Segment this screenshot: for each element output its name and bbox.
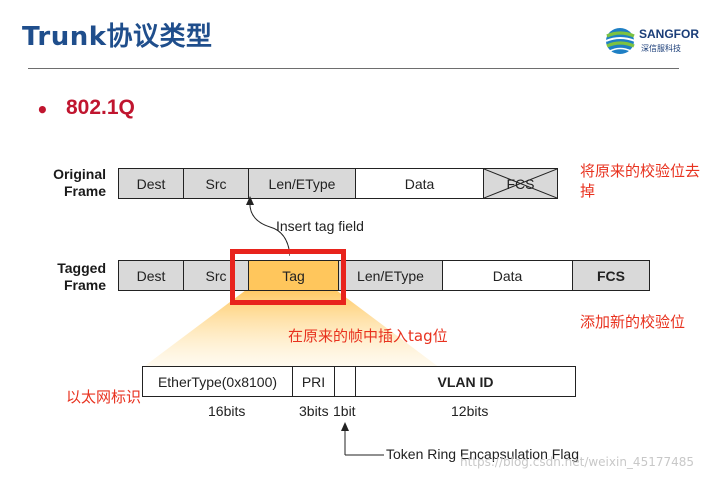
title-divider — [28, 68, 679, 69]
original-frame-label: Original Frame — [40, 166, 106, 200]
tagged-field-len-etype: Len/EType — [339, 261, 443, 290]
bits-label-pri: 3bits — [299, 403, 329, 419]
globe-icon — [605, 28, 636, 54]
tag-expansion-wedge — [142, 290, 440, 368]
tag-field-ethertype: EtherType(0x8100) — [143, 367, 293, 396]
tagged-frame: Dest Src Tag Len/EType Data FCS — [118, 260, 650, 291]
tag-field-cfi — [335, 367, 356, 396]
tagged-field-fcs: FCS — [573, 261, 649, 290]
bits-label-cfi: 1bit — [333, 403, 356, 419]
add-fcs-note: 添加新的校验位 — [580, 313, 686, 331]
original-frame-label-line1: Original — [53, 166, 106, 182]
original-field-dest: Dest — [119, 169, 184, 198]
flag-label: Token Ring Encapsulation Flag — [386, 446, 580, 462]
remove-fcs-note-line2: 掉 — [580, 182, 596, 200]
flag-arrow — [341, 422, 384, 456]
watermark: https://blog.csdn.net/weixin_45177485 — [460, 455, 695, 469]
original-frame: Dest Src Len/EType Data FCS — [118, 168, 558, 199]
original-field-fcs: FCS — [484, 169, 557, 198]
sangfor-logo — [604, 26, 708, 56]
page-title: Trunk协议类型 — [22, 22, 213, 52]
bits-label-ethertype: 16bits — [208, 403, 246, 419]
logo-name: SANGFOR — [639, 27, 699, 41]
cross-out-icon — [484, 169, 557, 198]
tagged-field-data: Data — [443, 261, 573, 290]
bullet-heading: 802.1Q — [66, 96, 135, 119]
tagged-frame-label-line1: Tagged — [57, 260, 106, 276]
tag-detail-frame: EtherType(0x8100) PRI VLAN ID — [142, 366, 576, 397]
tag-field-vlan-id: VLAN ID — [356, 367, 575, 396]
tagged-field-dest: Dest — [119, 261, 184, 290]
original-field-src: Src — [184, 169, 249, 198]
bullet-marker: • — [36, 98, 49, 122]
original-frame-label-line2: Frame — [63, 183, 106, 199]
logo-subtitle: 深信服科技 — [641, 44, 681, 53]
tagged-field-src: Src — [184, 261, 249, 290]
insert-tag-label: Insert tag field — [276, 218, 364, 234]
tag-field-pri: PRI — [293, 367, 335, 396]
remove-fcs-note: 将原来的校验位去 掉 — [580, 161, 712, 201]
tagged-frame-label: Tagged Frame — [40, 260, 106, 294]
tag-highlight-box — [230, 249, 346, 305]
tagged-field-tag: Tag — [249, 261, 339, 290]
original-field-len-etype: Len/EType — [249, 169, 356, 198]
remove-fcs-note-line1: 将原来的校验位去 — [580, 162, 701, 180]
tagged-frame-label-line2: Frame — [63, 277, 106, 293]
ethertype-note: 以太网标识 — [66, 388, 142, 406]
original-field-data: Data — [356, 169, 484, 198]
original-fcs-text: FCS — [506, 175, 535, 192]
bits-label-vlan-id: 12bits — [451, 403, 489, 419]
insert-tag-note: 在原来的帧中插入tag位 — [288, 327, 448, 345]
